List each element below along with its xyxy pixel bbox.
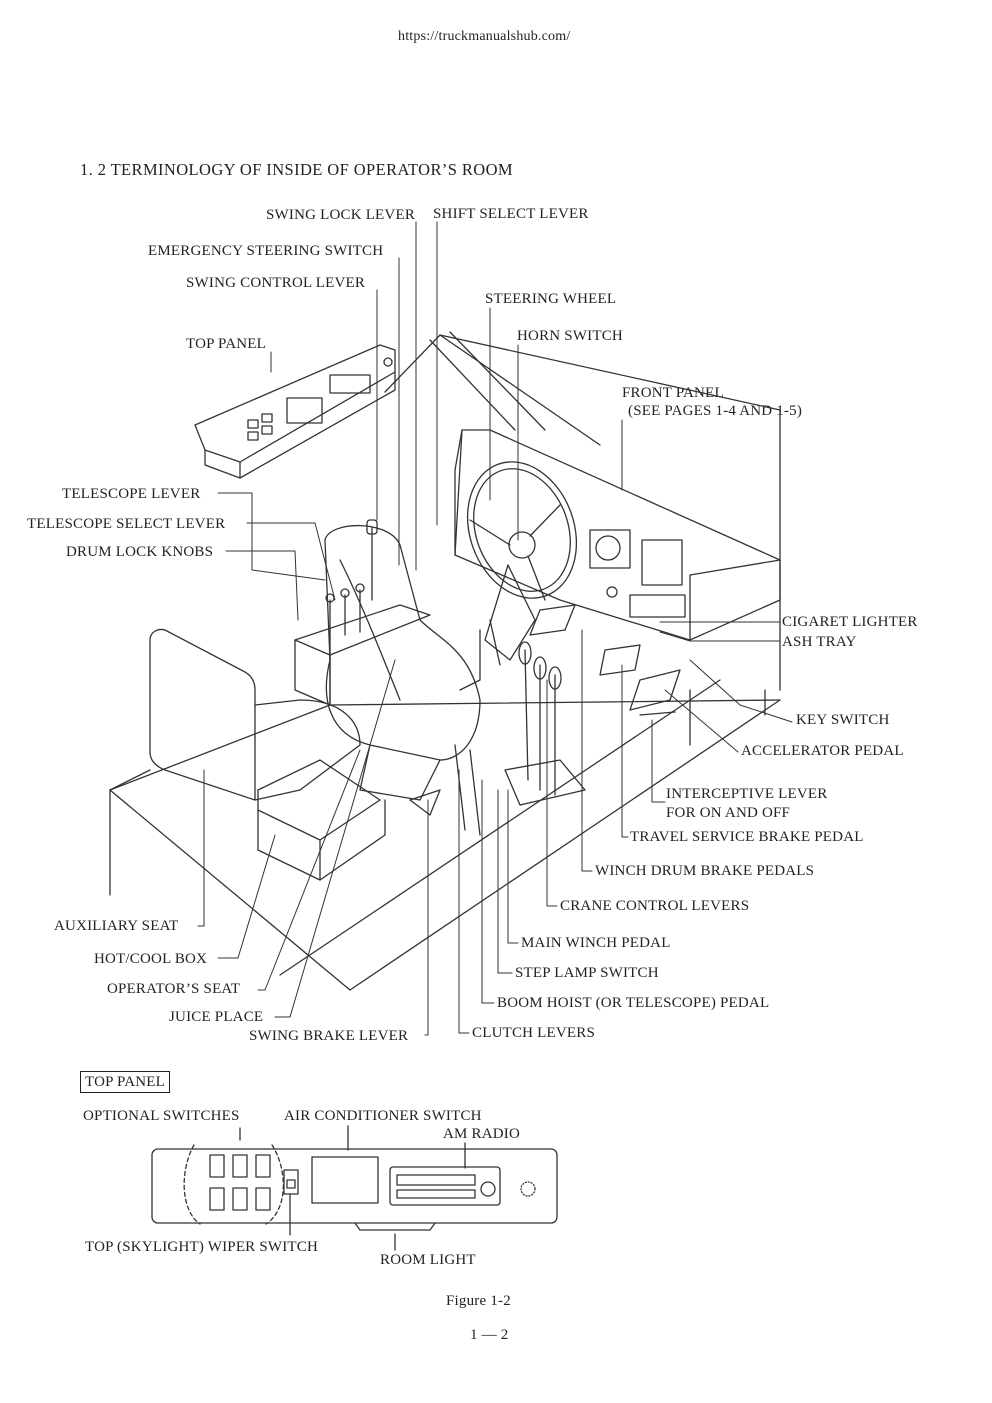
label-optional-switches: OPTIONAL SWITCHES xyxy=(83,1108,240,1124)
label-travel-service-brake-pedal: TRAVEL SERVICE BRAKE PEDAL xyxy=(630,829,864,845)
label-key-switch: KEY SWITCH xyxy=(796,712,890,728)
label-telescope-select-lever: TELESCOPE SELECT LEVER xyxy=(27,516,226,532)
control-console xyxy=(295,520,680,835)
label-wiper-switch: TOP (SKYLIGHT) WIPER SWITCH xyxy=(85,1239,319,1255)
top-panel-heading: TOP PANEL xyxy=(80,1071,171,1093)
label-interceptive-lever: INTERCEPTIVE LEVER xyxy=(666,786,828,802)
top-panel-unit xyxy=(195,345,395,478)
label-top-panel: TOP PANEL xyxy=(186,336,267,352)
label-air-conditioner-switch: AIR CONDITIONER SWITCH xyxy=(284,1108,482,1124)
steering-wheel-drawing xyxy=(449,446,595,660)
label-swing-control-lever: SWING CONTROL LEVER xyxy=(186,275,366,291)
operator-seat-drawing xyxy=(325,526,480,800)
label-winch-drum-brake-pedals: WINCH DRUM BRAKE PEDALS xyxy=(595,863,815,879)
front-dash xyxy=(455,430,780,640)
label-ash-tray: ASH TRAY xyxy=(782,634,857,650)
auxiliary-seat-drawing xyxy=(110,629,385,880)
label-front-panel-ref: (SEE PAGES 1-4 AND 1-5) xyxy=(628,403,803,419)
leader-lines xyxy=(198,222,792,1035)
top-panel-detail-drawing xyxy=(152,1126,557,1250)
label-swing-lock-lever: SWING LOCK LEVER xyxy=(266,207,416,223)
section-heading: 1. 2 TERMINOLOGY OF INSIDE OF OPERATOR’S… xyxy=(80,160,513,179)
label-room-light: ROOM LIGHT xyxy=(380,1252,476,1268)
label-horn-switch: HORN SWITCH xyxy=(517,328,623,344)
label-emergency-steering-switch: EMERGENCY STEERING SWITCH xyxy=(148,243,384,259)
label-telescope-lever: TELESCOPE LEVER xyxy=(62,486,201,502)
figure-caption: Figure 1-2 xyxy=(446,1293,511,1309)
label-crane-control-levers: CRANE CONTROL LEVERS xyxy=(560,898,750,914)
label-steering-wheel: STEERING WHEEL xyxy=(485,291,617,307)
label-am-radio: AM RADIO xyxy=(443,1126,521,1142)
page-number: 1 — 2 xyxy=(470,1327,509,1343)
label-step-lamp-switch: STEP LAMP SWITCH xyxy=(515,965,659,981)
label-hot-cool-box: HOT/COOL BOX xyxy=(94,951,208,967)
cab-frame xyxy=(110,332,780,990)
label-interceptive-lever-2: FOR ON AND OFF xyxy=(666,805,791,821)
label-front-panel: FRONT PANEL xyxy=(622,385,724,401)
label-boom-hoist-pedal: BOOM HOIST (OR TELESCOPE) PEDAL xyxy=(497,995,770,1011)
label-shift-select-lever: SHIFT SELECT LEVER xyxy=(433,206,589,222)
label-accelerator-pedal: ACCELERATOR PEDAL xyxy=(741,743,904,759)
label-auxiliary-seat: AUXILIARY SEAT xyxy=(54,918,179,934)
label-clutch-levers: CLUTCH LEVERS xyxy=(472,1025,596,1041)
label-juice-place: JUICE PLACE xyxy=(169,1009,264,1025)
label-swing-brake-lever: SWING BRAKE LEVER xyxy=(249,1028,409,1044)
source-url[interactable]: https://truckmanualshub.com/ xyxy=(398,29,571,44)
label-cigaret-lighter: CIGARET LIGHTER xyxy=(782,614,918,630)
label-drum-lock-knobs: DRUM LOCK KNOBS xyxy=(66,544,214,560)
label-main-winch-pedal: MAIN WINCH PEDAL xyxy=(521,935,671,951)
label-operators-seat: OPERATOR’S SEAT xyxy=(107,981,241,997)
